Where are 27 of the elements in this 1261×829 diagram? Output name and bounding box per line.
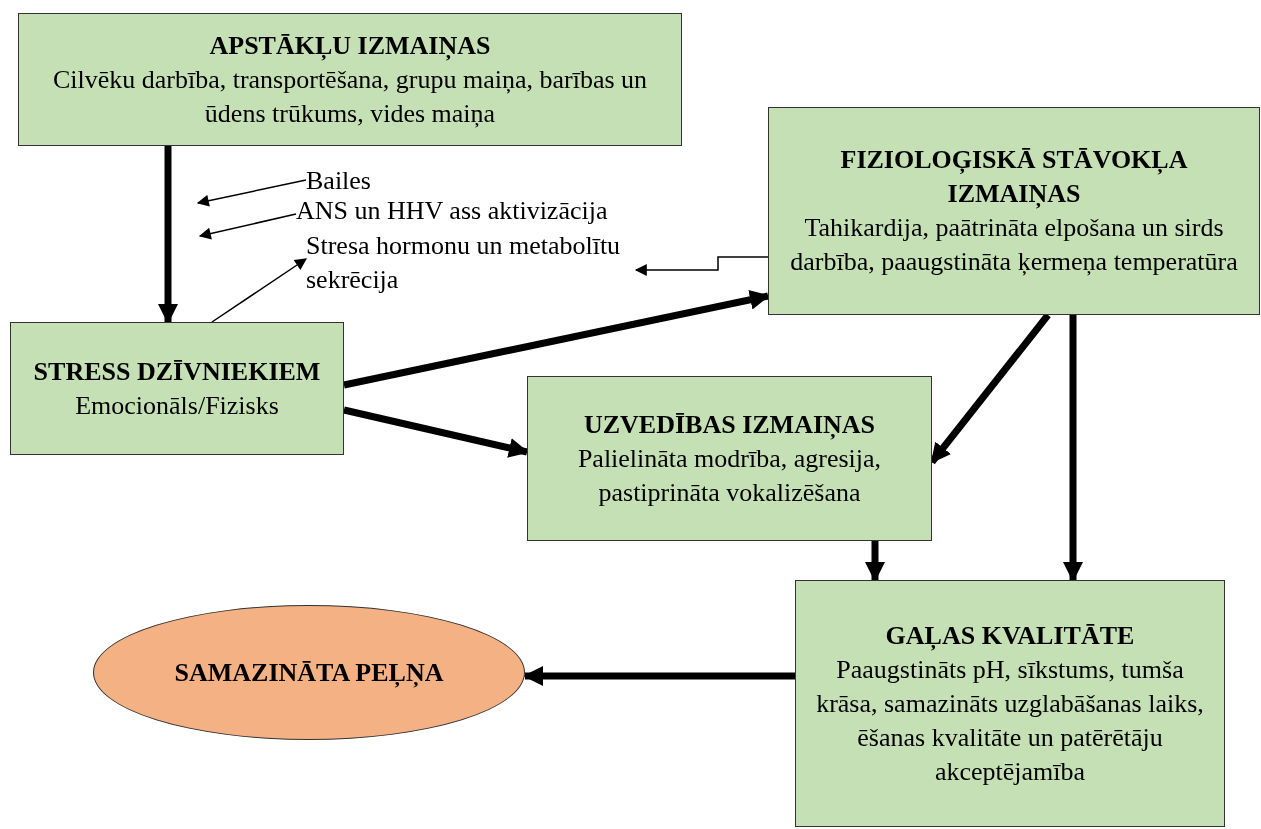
annotation-text: Stresa hormonu un metabolītu sekrēcija bbox=[306, 229, 636, 301]
box-heading: GAĻAS KVALITĀTE bbox=[885, 619, 1135, 653]
process-box bbox=[527, 376, 932, 541]
box-text: Paaugstināts pH, sīkstums, tumša krāsa, samazināts uzglabāšanas laiks, ēšanas kvalitāte un patērētāju akceptējamība bbox=[815, 653, 1205, 788]
box-text: Palielināta modrība, agresija, pastiprināta vokalizēšana bbox=[576, 442, 883, 509]
box-heading: STRESS DZĪVNIEKIEM bbox=[33, 355, 321, 388]
box-heading: UZVEDĪBAS IZMAIŅAS bbox=[583, 408, 876, 442]
process-box bbox=[795, 580, 1225, 827]
arrow bbox=[198, 213, 297, 240]
arrow bbox=[158, 146, 178, 324]
box-heading: APSTĀKĻU IZMAIŅAS bbox=[209, 29, 491, 63]
arrow bbox=[865, 541, 885, 582]
arrow bbox=[211, 258, 307, 323]
arrow bbox=[523, 666, 795, 686]
process-box bbox=[768, 107, 1260, 315]
box-text: Cilvēku darbība, transportēšana, grupu maiņa, barības un ūdens trūkums, vides maiņa bbox=[51, 63, 649, 130]
arrow bbox=[1063, 315, 1083, 582]
arrow bbox=[343, 406, 529, 458]
process-box bbox=[10, 322, 344, 455]
process-box bbox=[18, 13, 682, 146]
box-text: Emocionāls/Fizisks bbox=[75, 389, 279, 422]
arrow bbox=[343, 289, 770, 389]
box-text: Tahikardija, paātrināta elpošana un sirds darbība, paaugstināta ķermeņa temperatūra bbox=[789, 212, 1239, 278]
box-heading: FIZIOLOĢISKĀ STĀVOKĻA IZMAIŅAS bbox=[839, 144, 1189, 211]
arrow bbox=[196, 179, 307, 207]
arrow bbox=[634, 256, 769, 276]
box-heading: SAMAZINĀTA PEĻŅA bbox=[174, 656, 444, 690]
